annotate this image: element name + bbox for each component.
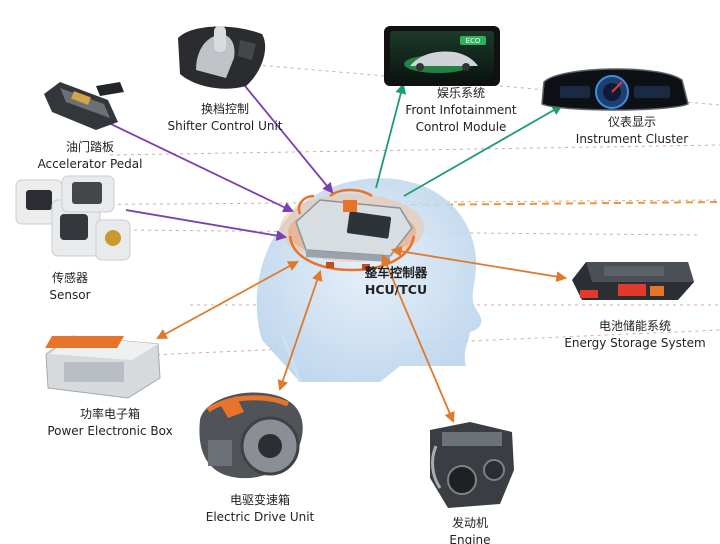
arrow-drive <box>277 269 323 392</box>
label-pe-box: 功率电子箱 Power Electronic Box <box>47 407 173 438</box>
drive-unit-image <box>199 392 303 479</box>
label-sensor: 传感器 Sensor <box>49 271 91 302</box>
label-drive: 电驱变速箱 Electric Drive Unit <box>205 493 315 524</box>
pe-box-image <box>45 335 161 399</box>
cluster-image <box>541 68 689 111</box>
shifter-image <box>178 26 266 89</box>
orange-dashed-guide <box>409 201 720 206</box>
label-engine: 发动机 Engine <box>449 516 491 544</box>
sensor-image <box>15 175 131 261</box>
ecu-hcu-tcu <box>280 188 424 272</box>
arrow-cluster <box>403 104 563 197</box>
pedal-image <box>44 82 124 130</box>
arrow-infotainment <box>375 82 407 189</box>
arrow-pe-box <box>156 260 299 340</box>
screen-badge-text: ECO <box>466 37 481 45</box>
arrow-shifter <box>244 85 334 194</box>
arrow-sensor <box>125 209 288 241</box>
label-infotainment: 娱乐系统 Front Infotainment Control Module <box>405 86 517 134</box>
connection-arrows <box>87 82 568 423</box>
label-hcu-tcu: 整车控制器 HCU/TCU <box>364 265 428 297</box>
energy-storage-image <box>572 262 694 300</box>
label-pedal: 油门踏板 Accelerator Pedal <box>37 140 143 171</box>
arrow-engine <box>381 254 455 423</box>
infotainment-image: ECO <box>384 26 500 86</box>
arrow-pedal <box>87 112 294 213</box>
label-energy: 电池储能系统 Energy Storage System <box>564 319 706 350</box>
engine-image <box>430 422 514 508</box>
label-cluster: 仪表显示 Instrument Cluster <box>575 115 689 146</box>
label-shifter: 换档控制 Shifter Control Unit <box>167 102 283 133</box>
